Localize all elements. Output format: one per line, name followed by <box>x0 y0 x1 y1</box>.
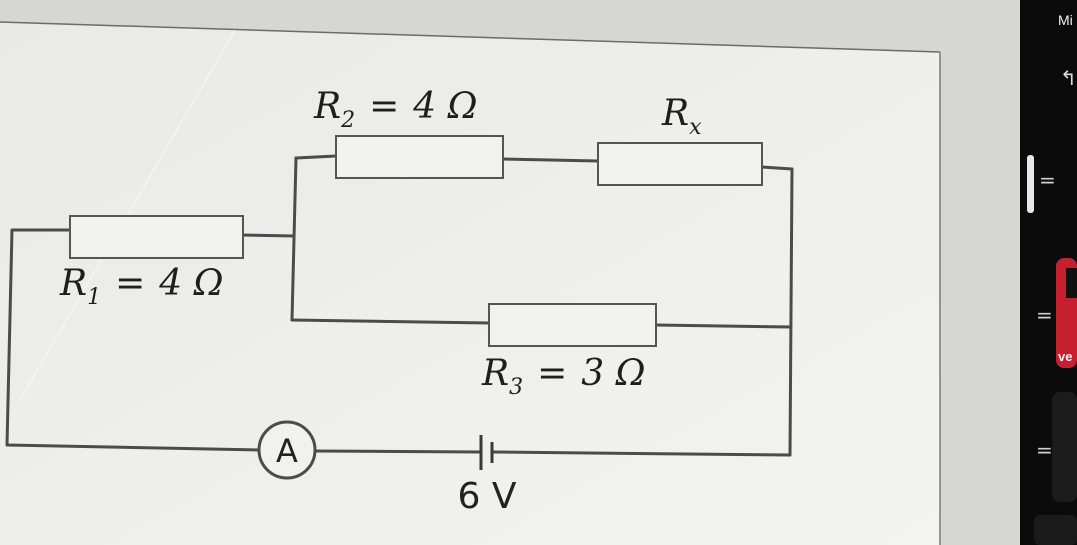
r3-subscript: 3 <box>509 375 523 400</box>
r3-equals: = <box>537 353 567 394</box>
wire-junction-right <box>788 167 794 457</box>
back-arrow-icon[interactable]: ↰ <box>1060 66 1077 90</box>
resistor-r3 <box>488 303 657 347</box>
r2-symbol: R <box>313 86 341 127</box>
side-top-text: Mi <box>1058 12 1073 28</box>
panel-border-top <box>0 21 941 53</box>
wire-rx-right <box>760 165 794 171</box>
rx-symbol: R <box>661 93 689 134</box>
wire-r2-rx <box>501 157 600 163</box>
badge-inner <box>1066 268 1077 298</box>
r2-equals: = <box>369 86 399 127</box>
r1-equals: = <box>115 263 145 304</box>
rx-subscript: x <box>689 115 702 140</box>
r1-symbol: R <box>59 263 87 304</box>
badge-text: ve <box>1058 349 1073 364</box>
resistors <box>69 135 763 347</box>
wires <box>5 154 794 457</box>
scroll-handle[interactable] <box>1027 155 1034 213</box>
r3-label: R3 = 3 Ω <box>481 353 645 400</box>
battery-symbol <box>479 435 494 470</box>
resistor-r2 <box>335 135 504 179</box>
r2-subscript: 2 <box>340 108 355 133</box>
r1-subscript: 1 <box>87 285 101 310</box>
r2-value: 4 Ω <box>412 86 477 127</box>
battery-voltage-label: 6 V <box>458 476 517 517</box>
wire-to-r2 <box>294 154 338 160</box>
r3-value: 3 Ω <box>581 353 645 394</box>
wire-ammeter-battery <box>314 449 482 454</box>
dark-button-bottom[interactable] <box>1034 515 1077 545</box>
r2-label: R2 = 4 Ω <box>313 86 477 133</box>
equals-icon[interactable]: = <box>1036 303 1053 327</box>
dark-button[interactable] <box>1052 392 1077 502</box>
wire-left-loop <box>5 228 262 452</box>
equals-icon[interactable]: = <box>1039 168 1056 192</box>
r1-label: R1 = 4 Ω <box>59 263 223 310</box>
wire-battery-right <box>490 450 792 457</box>
wire-junction-left <box>290 156 298 322</box>
wire-to-r3 <box>290 318 491 325</box>
wire-r1-to-junction <box>241 233 296 238</box>
wire-r3-right <box>654 323 793 329</box>
equals-icon[interactable]: = <box>1036 438 1053 462</box>
r3-symbol: R <box>481 353 509 394</box>
r1-value: 4 Ω <box>158 263 223 304</box>
resistor-r1 <box>69 215 244 259</box>
ammeter-label: A <box>276 432 298 470</box>
rx-label: Rx <box>661 93 702 140</box>
ammeter-symbol <box>257 420 317 480</box>
resistor-rx <box>597 142 763 186</box>
